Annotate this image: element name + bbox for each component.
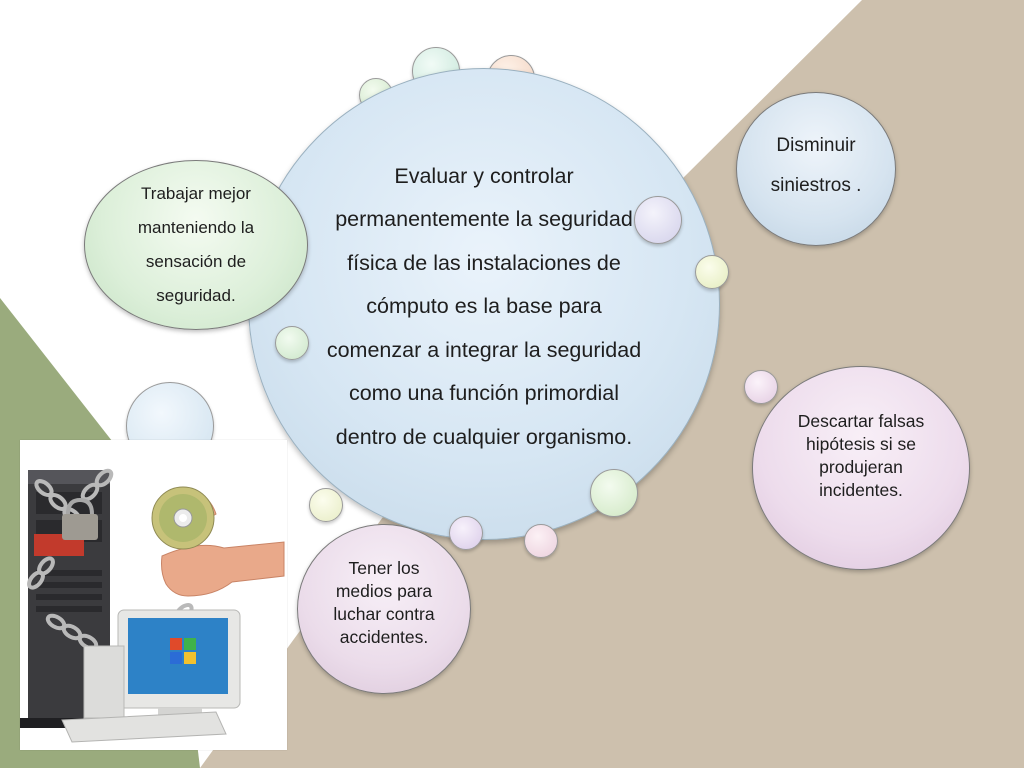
satellite-circle-descartar: Descartar falsas hipótesis si se produje… (752, 366, 970, 570)
bubble-decoration (524, 524, 558, 558)
satellite-circle-trabajar: Trabajar mejor manteniendo la sensación … (84, 160, 308, 330)
satellite-circle-disminuir: Disminuir siniestros . (736, 92, 896, 246)
bubble-decoration (309, 488, 343, 522)
bubble-decoration (275, 326, 309, 360)
satellite-text-tener: Tener los medios para luchar contra acci… (333, 558, 435, 647)
bubble-decoration (634, 196, 682, 244)
keyboard-icon (61, 711, 227, 743)
bubble-decoration (695, 255, 729, 289)
satellite-text-descartar: Descartar falsas hipótesis si se produje… (797, 411, 925, 500)
satellite-circle-tener: Tener los medios para luchar contra acci… (297, 524, 471, 694)
satellite-text-disminuir: Disminuir siniestros . (770, 135, 862, 196)
security-illustration (20, 440, 287, 750)
crt-monitor-icon (83, 609, 241, 719)
bubble-decoration (590, 469, 638, 517)
satellite-text-trabajar: Trabajar mejor manteniendo la sensación … (137, 184, 255, 305)
central-idea-circle: Evaluar y controlar permanentemente la s… (248, 68, 720, 540)
central-idea-text: Evaluar y controlar permanentemente la s… (326, 163, 642, 449)
bubble-decoration (449, 516, 483, 550)
cd-disc-icon (151, 486, 215, 550)
bubble-decoration (744, 370, 778, 404)
